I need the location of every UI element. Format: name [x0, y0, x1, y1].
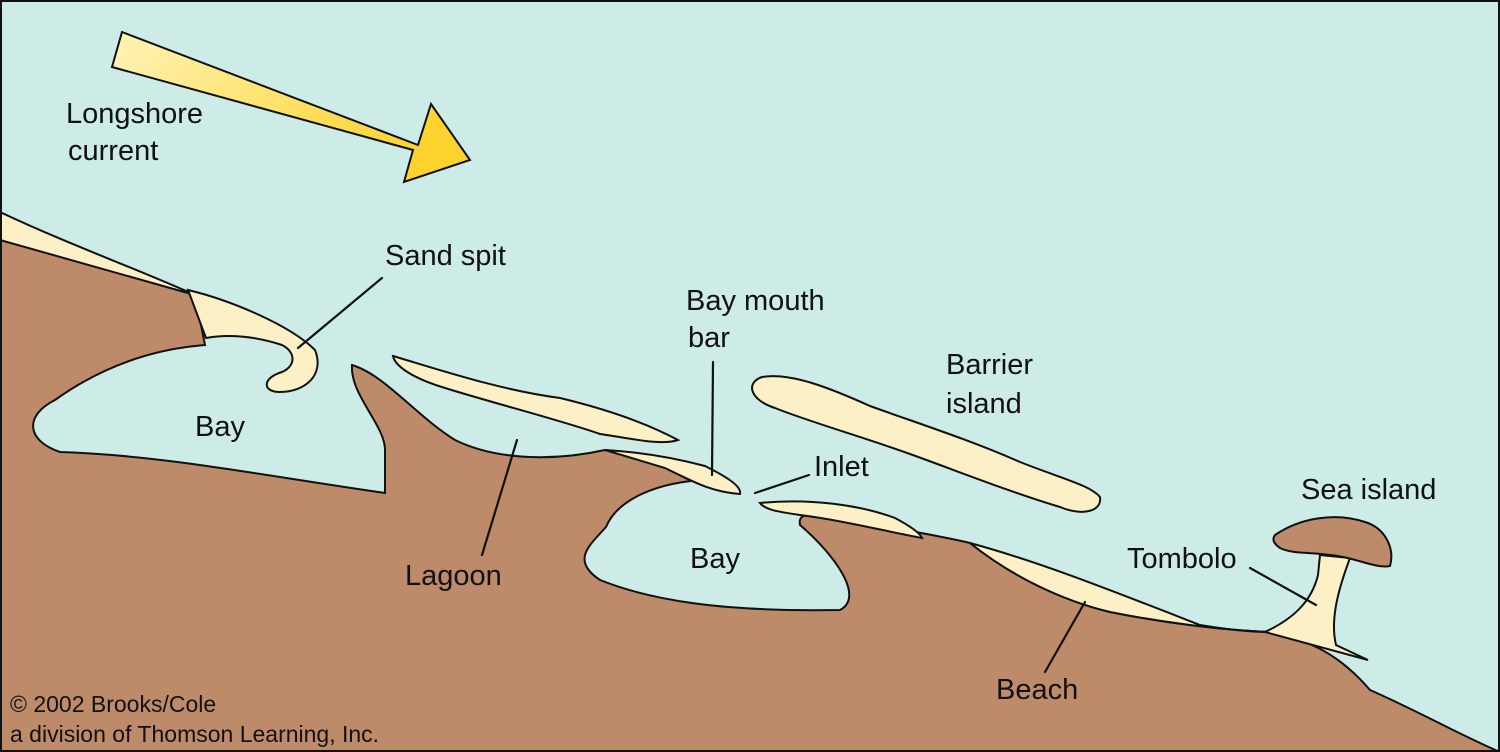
copyright-line1: © 2002 Brooks/Cole	[10, 691, 216, 717]
sea-island-shape	[1272, 516, 1393, 568]
lagoon-barrier-bar	[391, 354, 681, 444]
label-longshore-line1: Longshore	[66, 98, 203, 130]
leader-tombolo	[1248, 566, 1318, 607]
inlet-south-spit	[758, 500, 924, 540]
copyright-line2: a division of Thomson Learning, Inc.	[10, 721, 379, 747]
label-sand-spit: Sand spit	[385, 240, 506, 272]
label-barrier-island-line2: island	[946, 388, 1022, 420]
label-bay-mouth-bar-line1: Bay mouth	[686, 285, 825, 317]
label-inlet: Inlet	[814, 451, 869, 483]
bay-mouth-bar-shape	[604, 449, 742, 496]
label-sea-island: Sea island	[1301, 474, 1436, 506]
longshore-current-arrow-icon	[110, 30, 472, 184]
label-barrier-island-line1: Barrier	[946, 349, 1033, 381]
leader-lagoon	[480, 438, 519, 557]
leader-inlet	[753, 473, 811, 495]
label-beach: Beach	[996, 674, 1078, 706]
leader-sand-spit	[296, 276, 384, 350]
label-tombolo: Tombolo	[1127, 543, 1237, 575]
label-bay-center: Bay	[690, 543, 740, 575]
leader-bay-mouth-bar	[710, 360, 715, 477]
label-bay-left: Bay	[195, 411, 245, 443]
label-bay-mouth-bar-line2: bar	[688, 322, 730, 354]
label-longshore-line2: current	[68, 135, 158, 167]
sand-spit-shape	[186, 288, 319, 394]
tombolo-shape	[1262, 553, 1369, 661]
leader-beach	[1043, 600, 1087, 674]
barrier-island-shape	[751, 375, 1102, 513]
label-lagoon: Lagoon	[405, 560, 502, 592]
